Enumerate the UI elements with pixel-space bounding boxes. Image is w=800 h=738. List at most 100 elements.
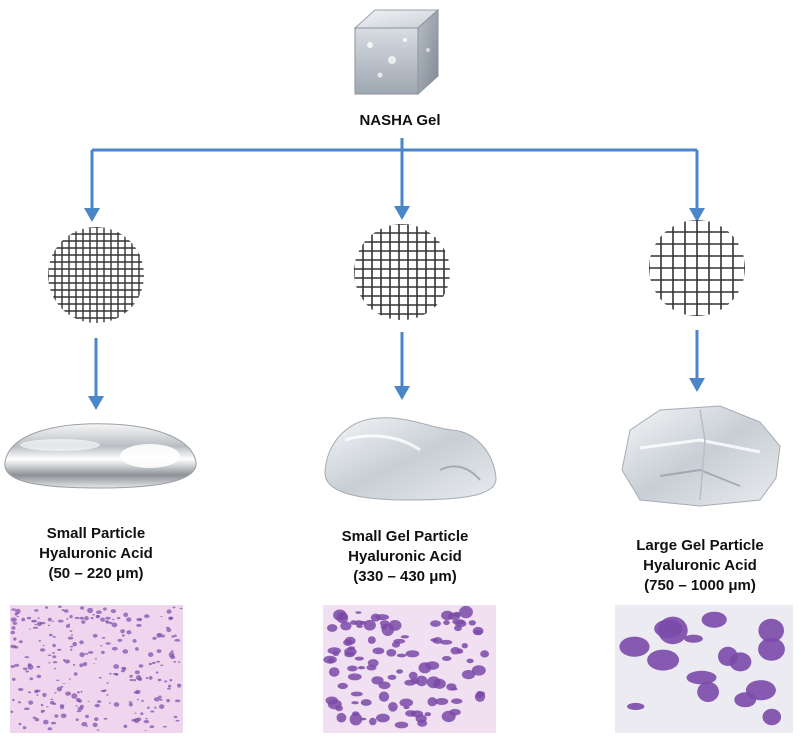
stained-particle xyxy=(347,665,358,672)
stained-particle xyxy=(360,699,372,706)
stained-particle xyxy=(18,722,22,726)
stained-particle xyxy=(65,624,70,628)
stained-particle xyxy=(144,614,150,619)
stained-particle xyxy=(22,726,27,730)
stained-particle xyxy=(103,607,107,611)
stained-particle xyxy=(351,701,359,705)
coarse-mesh-sieve xyxy=(649,220,745,316)
stained-particle xyxy=(58,605,62,608)
stained-particle xyxy=(94,703,101,708)
stained-particle xyxy=(73,663,76,666)
stained-particle xyxy=(440,639,453,645)
stained-particle xyxy=(347,646,356,651)
stained-particle xyxy=(100,617,105,622)
stained-particle xyxy=(758,618,784,643)
stained-particle xyxy=(177,661,181,663)
stained-particle xyxy=(42,645,45,647)
stained-particle xyxy=(69,630,73,632)
stained-particle xyxy=(133,678,136,682)
stained-particle xyxy=(121,634,125,637)
stained-particle xyxy=(48,633,53,637)
stained-particle xyxy=(169,679,173,682)
stained-particle xyxy=(10,617,17,622)
stained-particle xyxy=(367,636,376,644)
stained-particle xyxy=(388,620,402,631)
stained-particle xyxy=(79,616,85,620)
stained-particle xyxy=(110,609,117,614)
stained-particle xyxy=(87,700,90,702)
stained-particle xyxy=(81,620,86,624)
stained-particle xyxy=(718,646,738,667)
stained-particle xyxy=(52,655,57,659)
stained-particle xyxy=(68,678,71,680)
stained-particle xyxy=(352,711,360,716)
histology-panel-large-gel-particle xyxy=(615,605,793,733)
stained-particle xyxy=(50,721,57,725)
stained-particle xyxy=(148,662,152,666)
stained-particle xyxy=(424,712,432,717)
stained-particle xyxy=(446,683,457,691)
label-line-1: Small Gel Particle xyxy=(341,528,469,545)
stained-particle xyxy=(173,715,178,719)
stained-particle xyxy=(171,635,175,638)
stained-particle xyxy=(138,677,143,681)
stained-particle xyxy=(135,647,139,651)
label-line-1: Large Gel Particle xyxy=(636,537,764,554)
stained-particle xyxy=(13,637,17,641)
stained-particle xyxy=(323,655,337,664)
stained-particle xyxy=(375,614,390,621)
stained-particle xyxy=(355,611,362,614)
connector-arrows xyxy=(90,138,699,400)
stained-particle xyxy=(327,624,338,632)
stained-particle xyxy=(10,710,14,714)
stained-particle xyxy=(11,608,16,611)
stained-particle xyxy=(451,698,463,704)
stained-particle xyxy=(113,702,120,707)
stained-particle xyxy=(654,619,683,638)
stained-particle xyxy=(153,697,160,702)
stained-particle xyxy=(123,724,128,728)
stained-particle xyxy=(60,713,67,719)
stained-particle xyxy=(369,717,377,726)
stained-particle xyxy=(619,636,650,657)
stained-particle xyxy=(452,619,465,625)
label-line-3: (750 – 1000 μm) xyxy=(644,577,756,594)
stained-particle xyxy=(34,689,39,694)
stained-particle xyxy=(174,639,181,642)
stained-particle xyxy=(72,642,77,647)
stained-particle xyxy=(12,677,16,681)
stained-particle xyxy=(94,658,98,660)
stained-particle xyxy=(167,687,171,690)
stained-particle xyxy=(23,707,30,711)
stained-particle xyxy=(400,635,410,639)
stained-particle xyxy=(39,621,46,625)
stained-particle xyxy=(684,634,703,643)
stained-particle xyxy=(405,710,417,717)
stained-particle xyxy=(122,649,129,654)
stained-particle xyxy=(336,712,347,723)
stained-particle xyxy=(394,721,409,729)
stained-particle xyxy=(82,662,88,667)
arrow-heads xyxy=(84,206,705,410)
stained-particle xyxy=(61,609,65,612)
stained-particle xyxy=(380,624,388,630)
stained-particle xyxy=(12,622,18,625)
stained-particle xyxy=(64,659,71,664)
stained-particle xyxy=(339,612,348,620)
stained-particle xyxy=(75,705,78,707)
fine-mesh-sieve xyxy=(48,227,144,323)
stained-particle xyxy=(388,702,398,712)
stained-particle xyxy=(154,706,157,709)
stained-particle xyxy=(43,719,49,725)
stained-particle xyxy=(378,681,391,690)
stained-particle xyxy=(34,623,37,626)
stained-particle xyxy=(10,630,16,635)
stained-particle xyxy=(442,656,452,661)
stained-particle xyxy=(435,698,449,705)
stained-particle xyxy=(42,692,47,698)
stained-particle xyxy=(328,667,340,677)
stained-particle xyxy=(80,606,85,610)
stained-particle xyxy=(376,713,390,723)
stained-particle xyxy=(52,661,58,664)
stained-particle xyxy=(396,669,404,674)
